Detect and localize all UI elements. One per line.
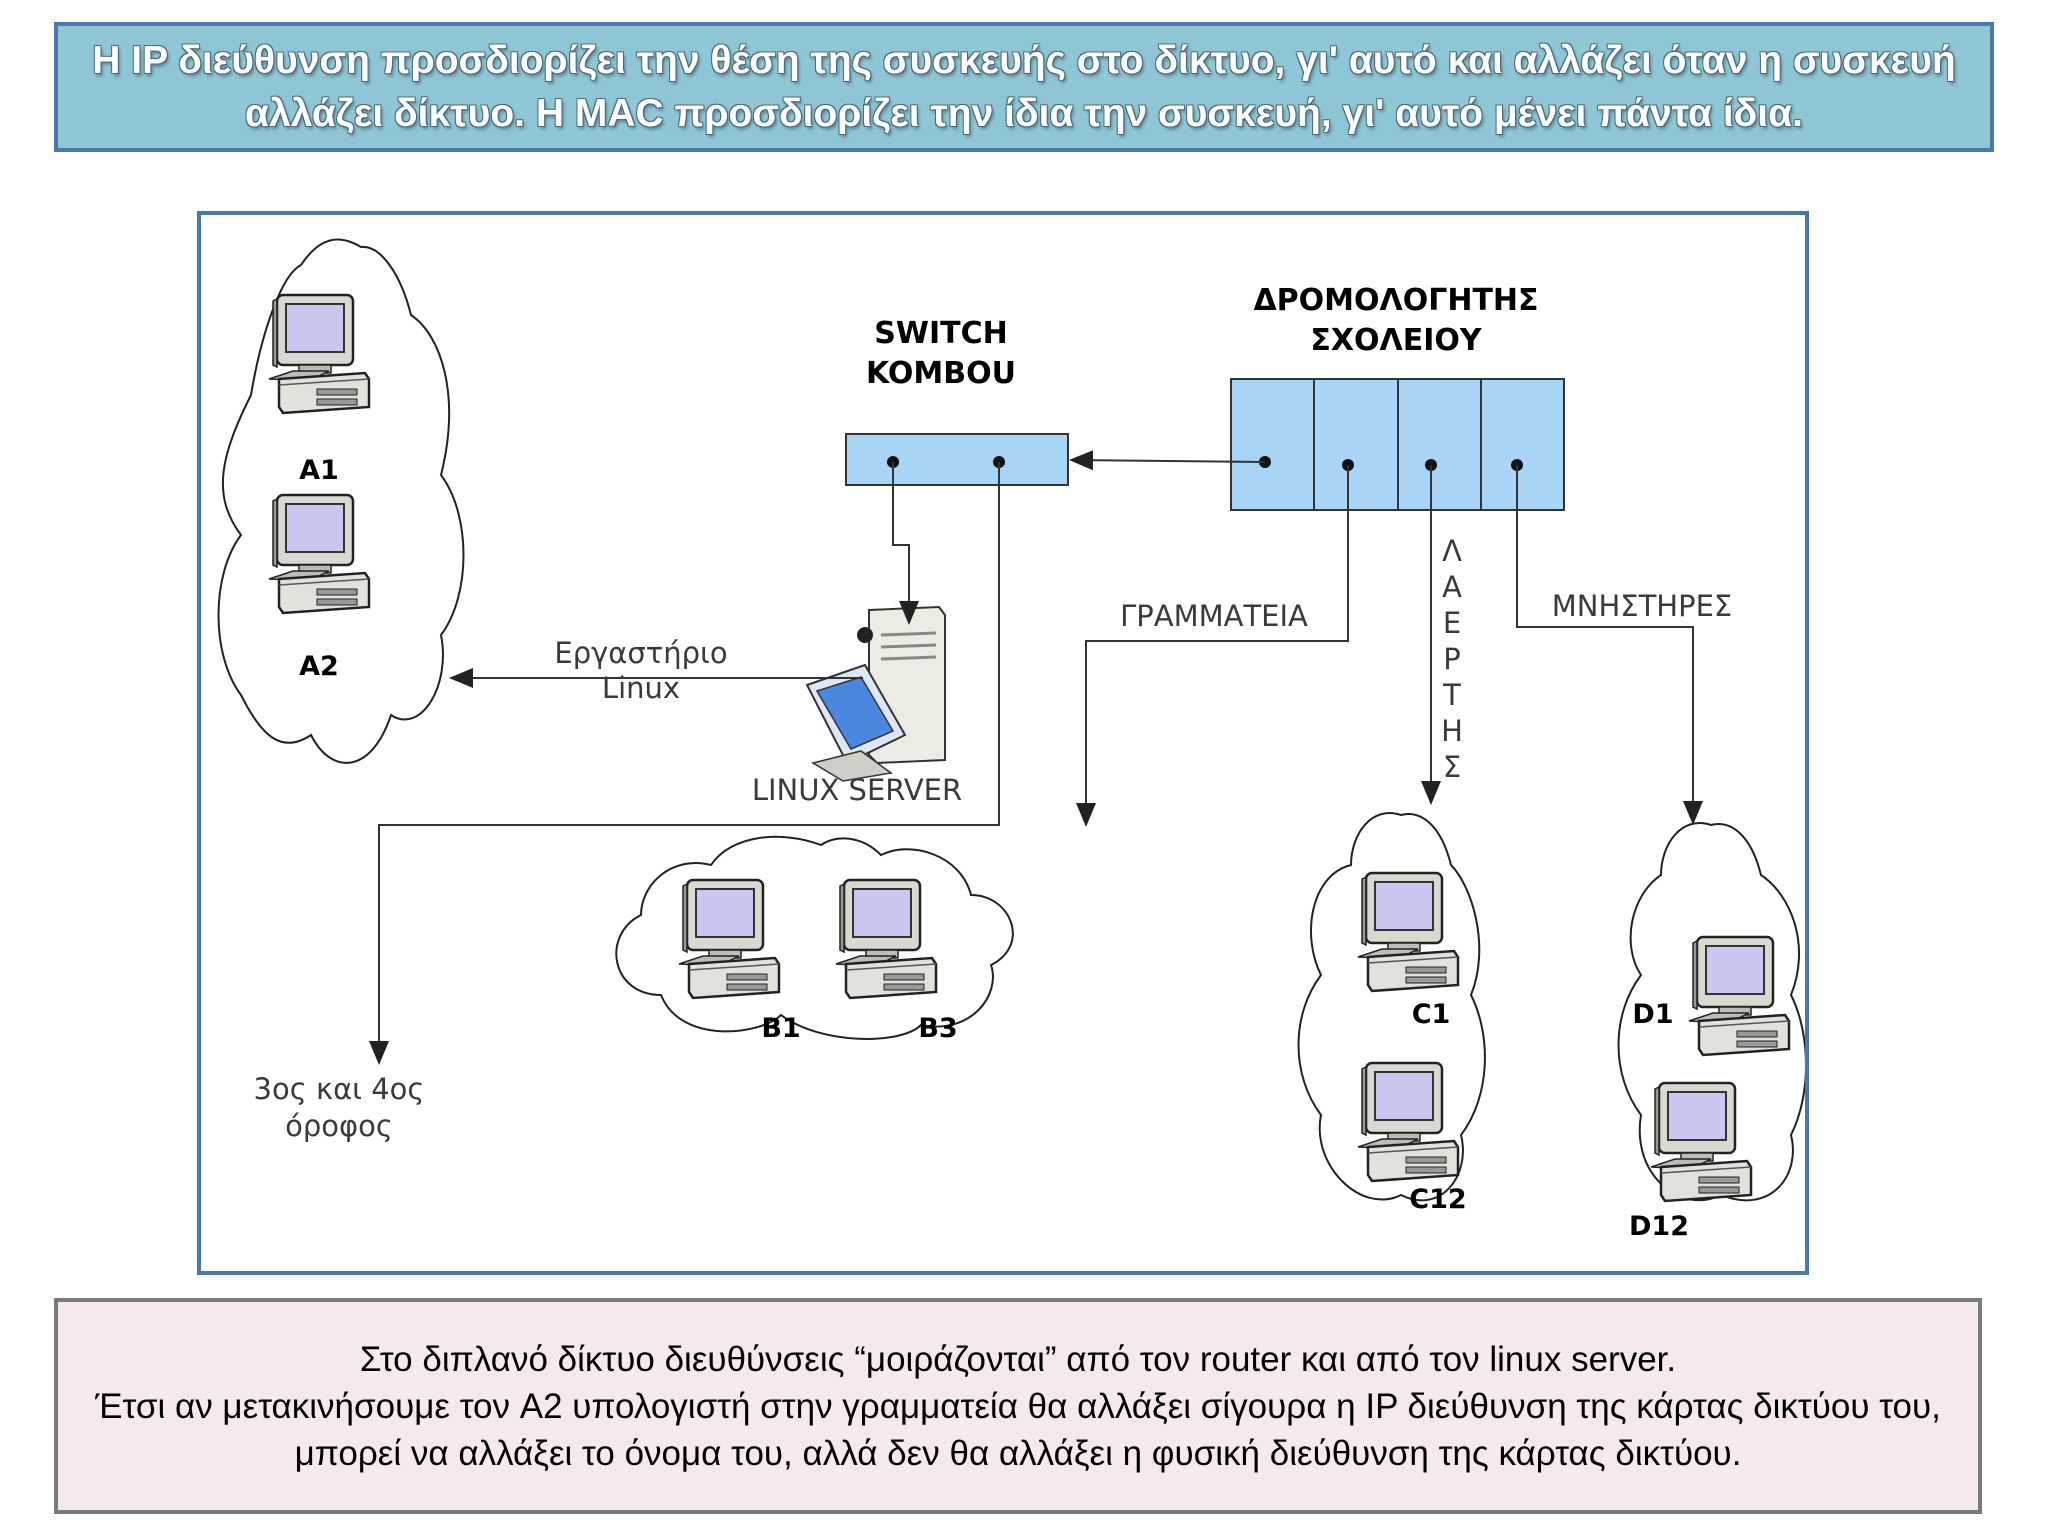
switch-title-line2: KOMBOU (866, 356, 1016, 391)
teachers-label: ΜΝΗΣΤΗΡΕΣ (1552, 589, 1733, 623)
pc-d1-label: D1 (1632, 999, 1673, 1030)
pc-a2-icon (267, 493, 371, 615)
linux-server-icon (805, 605, 946, 782)
explanation-note: Στο διπλανό δίκτυο διευθύνσεις “μοιράζον… (54, 1298, 1982, 1514)
link-switch-server (892, 462, 919, 625)
note-line1: Στο διπλανό δίκτυο διευθύνσεις “μοιράζον… (359, 1339, 1677, 1379)
switch-title-line1: SWITCH (874, 316, 1007, 351)
svg-text:Η: Η (1441, 714, 1463, 748)
link-router-switch (1069, 450, 1266, 471)
pc-d1-icon (1687, 935, 1791, 1057)
pc-c1-label: C1 (1412, 999, 1451, 1030)
pc-b1-icon (677, 878, 781, 1000)
svg-text:Τ: Τ (1442, 678, 1461, 712)
lab-vertical-label: Λ Α Ε Ρ Τ Η Σ (1441, 534, 1463, 784)
floors-label-line1: 3ος και 4ος (254, 1072, 425, 1106)
switch-device (845, 433, 1069, 486)
cloud-lab-c (1297, 812, 1486, 1202)
router-device (1230, 378, 1565, 511)
link-router-teachers (1516, 465, 1703, 825)
pc-c1-icon (1356, 871, 1460, 993)
pc-a2-label: A2 (299, 651, 339, 682)
pc-d12-label: D12 (1629, 1211, 1689, 1242)
ip-mac-explanation-banner: Η IP διεύθυνση προσδιορίζει την θέση της… (54, 22, 1994, 152)
link-router-secretariat (1076, 465, 1349, 827)
lab-label-line2: Linux (602, 671, 680, 705)
pc-a1-label: A1 (299, 455, 339, 486)
svg-text:Λ: Λ (1442, 534, 1462, 568)
pc-a1-icon (267, 293, 371, 415)
pc-d12-icon (1649, 1081, 1753, 1203)
pc-b3-icon (834, 878, 938, 1000)
network-diagram-canvas: A1 A2 B3 B1 C1 C12 D1 D12 SWITCH KOMBOU … (217, 238, 1805, 1242)
pc-c12-label: C12 (1409, 1184, 1466, 1215)
router-title-line2: ΣΧΟΛΕΙΟΥ (1310, 323, 1483, 358)
banner-text: Η IP διεύθυνση προσδιορίζει την θέση της… (92, 39, 1956, 135)
svg-text:Ρ: Ρ (1443, 642, 1461, 676)
lab-label-line1: Εργαστήριο (554, 636, 727, 670)
pc-b3-label: B3 (918, 1013, 957, 1044)
cloud-secretariat-b (615, 835, 1014, 1040)
link-switch-floors (369, 462, 1000, 1065)
pc-b1-label: B1 (761, 1013, 800, 1044)
secretariat-label: ΓΡΑΜΜΑΤΕΙΑ (1120, 599, 1308, 633)
router-title-line1: ΔΡΟΜΟΛΟΓΗΤΗΣ (1253, 283, 1538, 318)
cloud-lab-a (217, 238, 465, 764)
linux-server-label: LINUX SERVER (752, 773, 962, 807)
floors-label-line2: όροφος (285, 1109, 393, 1143)
svg-text:Ε: Ε (1443, 606, 1461, 640)
note-line2: Έτσι αν μετακινήσουμε τον A2 υπολογιστή … (95, 1386, 1941, 1473)
svg-text:Σ: Σ (1443, 750, 1461, 784)
svg-text:Α: Α (1442, 570, 1462, 604)
network-diagram: A1 A2 B3 B1 C1 C12 D1 D12 SWITCH KOMBOU … (197, 211, 1809, 1275)
pc-c12-icon (1356, 1061, 1460, 1183)
